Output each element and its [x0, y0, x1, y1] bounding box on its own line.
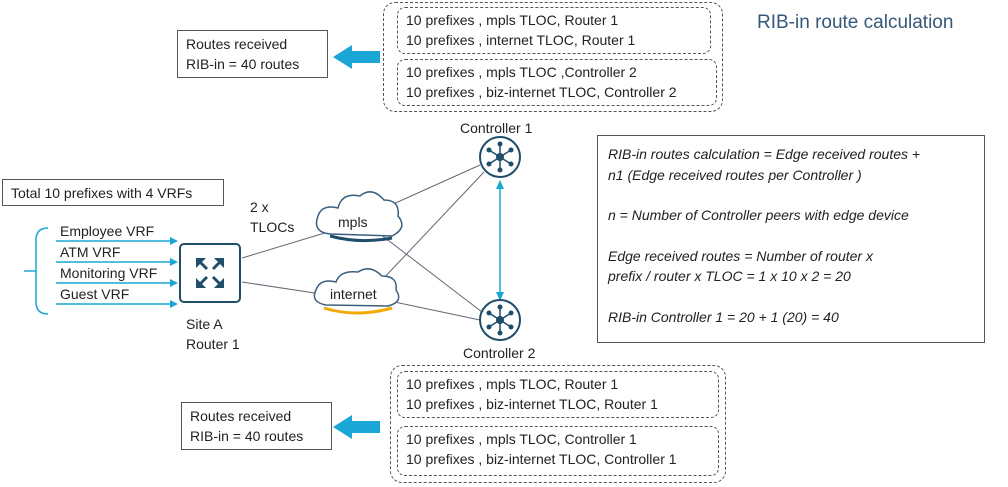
vrf-label: ATM VRF — [60, 244, 121, 260]
top-summary-line1: Routes received — [186, 36, 288, 52]
calc-line: prefix / router x TLOC = 1 x 10 x 2 = 20 — [608, 268, 851, 284]
router-label-line1: Site A — [186, 316, 223, 332]
controller2-label: Controller 2 — [463, 345, 536, 361]
route-entry: 10 prefixes , mpls TLOC, Router 1 — [406, 376, 619, 392]
bottom-left-arrow-icon — [333, 415, 380, 439]
controller1-icon — [479, 136, 521, 178]
mpls-controller1-link — [379, 164, 481, 211]
calc-line — [608, 226, 974, 246]
top-route-block1: 10 prefixes , mpls TLOC, Router 1 10 pre… — [397, 7, 711, 54]
top-summary-line2: RIB-in = 40 routes — [186, 56, 300, 72]
internet-cloud-label: internet — [330, 286, 377, 302]
mpls-cloud-icon — [315, 191, 403, 243]
router-internet-link — [241, 281, 329, 296]
router-label-line2: Router 1 — [186, 336, 240, 352]
route-entry: 10 prefixes , internet TLOC, Router 1 — [406, 32, 636, 48]
calc-line: n = Number of Controller peers with edge… — [608, 207, 909, 223]
route-entry: 10 prefixes , biz-internet TLOC, Control… — [406, 451, 677, 467]
bottom-summary-line1: Routes received — [190, 408, 292, 424]
calc-line: n1 (Edge received routes per Controller … — [608, 166, 862, 183]
route-entry: 10 prefixes , mpls TLOC ,Controller 2 — [406, 64, 637, 80]
vrf-label: Monitoring VRF — [60, 265, 158, 281]
calc-line: RIB-in Controller 1 = 20 + 1 (20) = 40 — [608, 308, 839, 325]
route-entry: 10 prefixes , mpls TLOC, Controller 1 — [406, 431, 637, 447]
bottom-summary-line2: RIB-in = 40 routes — [190, 428, 304, 444]
top-route-group — [383, 2, 723, 112]
top-routes-summary: Routes received RIB-in = 40 routes — [177, 30, 328, 78]
calc-line — [608, 185, 974, 205]
top-route-block2: 10 prefixes , mpls TLOC ,Controller 2 10… — [397, 59, 717, 106]
mpls-controller2-link — [379, 233, 483, 313]
router-icon — [179, 243, 241, 303]
arrowhead-down-icon — [496, 292, 504, 301]
tlocs-line2: TLOCs — [250, 219, 295, 235]
bottom-route-group — [390, 365, 726, 483]
internet-controller2-link — [384, 299, 481, 321]
bottom-routes-summary: Routes received RIB-in = 40 routes — [181, 402, 332, 450]
route-entry: 10 prefixes , mpls TLOC, Router 1 — [406, 12, 619, 28]
router-mpls-link — [241, 231, 329, 259]
vrf-bracket — [35, 227, 49, 315]
vrf-label: Guest VRF — [60, 286, 130, 302]
calc-line: RIB-in routes calculation = Edge receive… — [608, 146, 921, 162]
vrf-arrows — [56, 237, 178, 308]
bottom-route-block1: 10 prefixes , mpls TLOC, Router 1 10 pre… — [397, 371, 719, 418]
calculation-box: RIB-in routes calculation = Edge receive… — [597, 135, 985, 343]
route-entry: 10 prefixes , biz-internet TLOC, Router … — [406, 396, 658, 412]
calc-line: Edge received routes = Number of router … — [608, 247, 873, 264]
mpls-cloud-label: mpls — [338, 214, 368, 230]
top-left-arrow-icon — [333, 45, 380, 69]
controller2-icon — [479, 299, 521, 341]
bottom-route-block2: 10 prefixes , mpls TLOC, Controller 1 10… — [397, 426, 719, 476]
internet-cloud-icon — [313, 268, 400, 315]
vrf-label: Employee VRF — [60, 223, 155, 239]
route-entry: 10 prefixes , biz-internet TLOC, Control… — [406, 84, 677, 100]
tlocs-line1: 2 x — [250, 199, 269, 215]
tlocs-label: 2 x TLOCs — [250, 197, 294, 237]
arrowhead-up-icon — [496, 180, 504, 189]
internet-controller1-link — [381, 171, 485, 281]
total-prefixes-box: Total 10 prefixes with 4 VRFs — [2, 179, 224, 206]
router-label: Site A Router 1 — [186, 314, 240, 354]
controller1-label: Controller 1 — [460, 120, 533, 136]
page-title: RIB-in route calculation — [757, 12, 954, 33]
calc-line — [608, 287, 974, 307]
